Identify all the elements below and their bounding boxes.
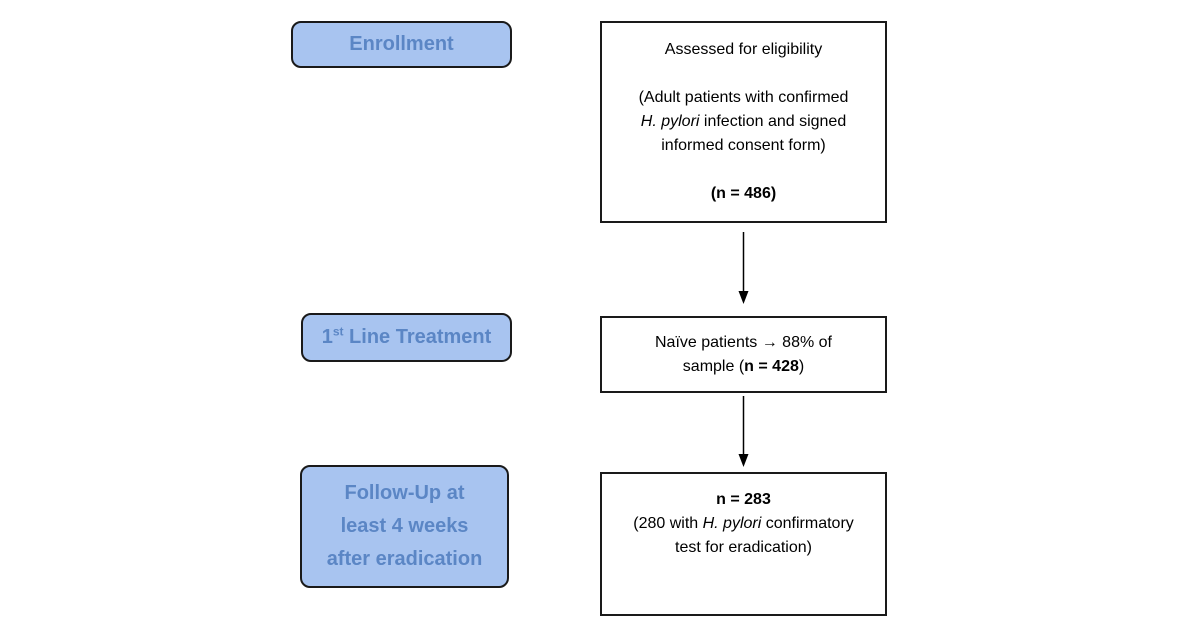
treatment-rest: Line Treatment — [343, 326, 492, 348]
naive-count: n = 428 — [744, 358, 799, 375]
confirmatory-line-2-post: confirmatory — [761, 515, 854, 532]
stage-label-treatment-text: 1st Line Treatment — [322, 321, 492, 354]
spacer — [602, 158, 885, 182]
treatment-ordinal: st — [332, 324, 344, 339]
hpylori-italic-text-2: H. pylori — [702, 515, 762, 532]
naive-patients-box: Naïve patients → 88% of sample (n = 428) — [600, 316, 887, 393]
naive-line-2-pre: sample ( — [682, 358, 745, 375]
eligibility-line-3: informed consent form) — [661, 137, 826, 154]
confirmatory-line-3: test for eradication) — [675, 539, 812, 556]
stage-label-enrollment: Enrollment — [291, 21, 512, 68]
followup-line-1: Follow-Up at — [344, 482, 465, 504]
stage-label-first-line-treatment: 1st Line Treatment — [301, 313, 512, 362]
eligibility-box: Assessed for eligibility (Adult patients… — [600, 21, 887, 223]
hpylori-italic-text: H. pylori — [640, 113, 700, 130]
stage-label-enrollment-text: Enrollment — [349, 33, 454, 55]
eligibility-line-2-rest: infection and signed — [699, 113, 847, 130]
naive-line-2: sample (n = 428) — [602, 355, 885, 379]
eligibility-count: (n = 486) — [710, 185, 777, 202]
flow-arrow-down-2 — [738, 396, 749, 467]
eligibility-line-1: (Adult patients with confirmed — [638, 89, 849, 106]
eligibility-title: Assessed for eligibility — [664, 41, 823, 58]
followup-line-2: least 4 weeks — [340, 515, 469, 537]
followup-line-3: after eradication — [326, 548, 483, 570]
confirmatory-count: n = 283 — [716, 491, 771, 508]
eligibility-line-2: H. pylori infection and signed — [602, 110, 885, 134]
spacer — [602, 62, 885, 86]
stage-label-follow-up: Follow-Up at least 4 weeks after eradica… — [300, 465, 509, 588]
naive-line-1: Naïve patients → 88% of — [655, 334, 832, 351]
confirmatory-box: n = 283 (280 with H. pylori confirmatory… — [600, 472, 887, 616]
confirmatory-line-2-pre: (280 with — [633, 515, 703, 532]
flow-arrow-down-1 — [738, 232, 749, 304]
confirmatory-line-2: (280 with H. pylori confirmatory — [602, 512, 885, 536]
naive-line-2-post: ) — [798, 358, 805, 375]
treatment-number: 1 — [321, 326, 333, 348]
